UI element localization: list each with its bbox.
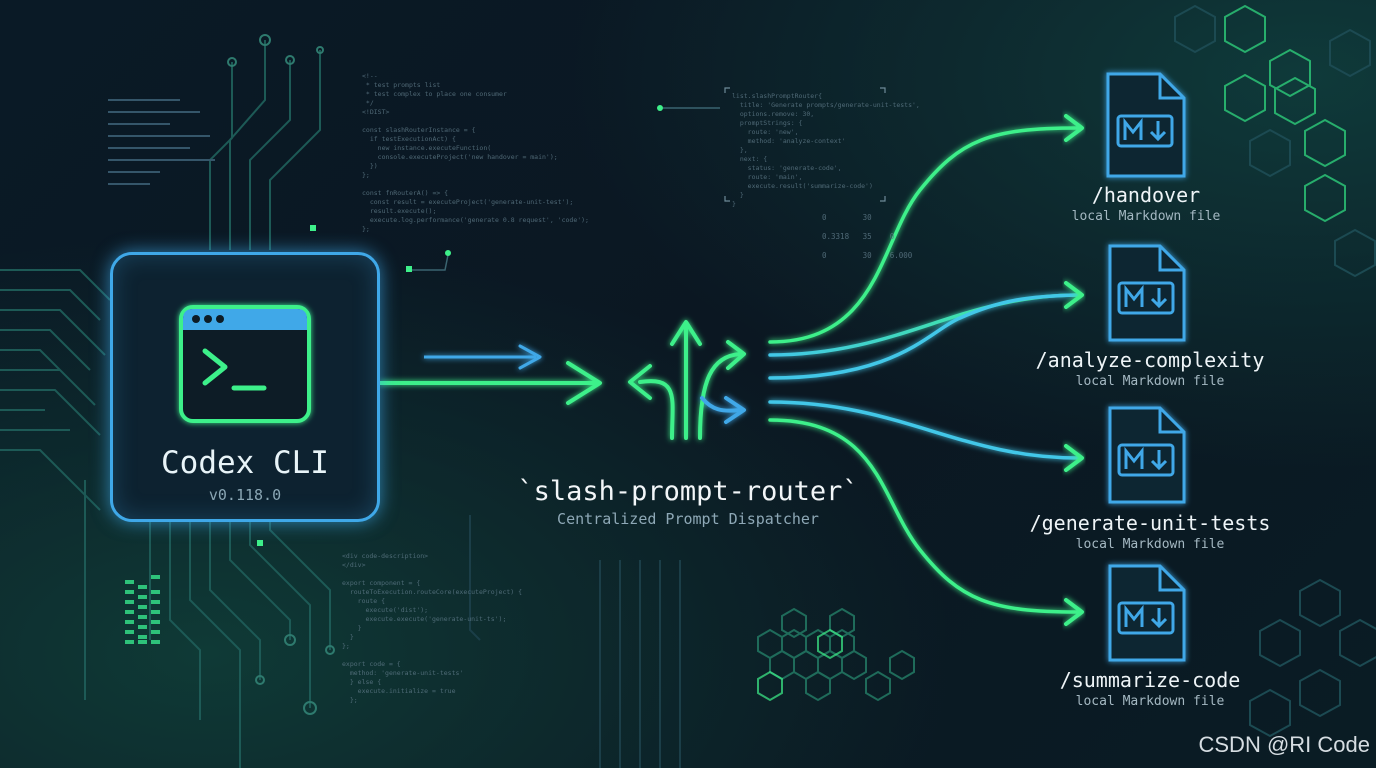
code-bracket	[724, 87, 886, 202]
fanout-flows	[768, 126, 1080, 614]
markdown-file-icon	[1108, 244, 1186, 342]
circuit-traces-bottom-mid	[469, 515, 681, 768]
command-generate-unit-tests-desc: local Markdown file	[1075, 537, 1225, 552]
flow-analyze-complexity-2	[768, 293, 1080, 380]
codex-cli-node: Codex CLI v0.118.0	[110, 252, 380, 522]
circuit-traces-left	[0, 40, 331, 768]
router-subtitle: Centralized Prompt Dispatcher	[557, 510, 819, 528]
cli-version: v0.118.0	[208, 486, 282, 504]
cli-to-router-arrow	[380, 344, 602, 405]
flow-generate-unit-tests	[768, 400, 1080, 460]
hexagon-highlight	[757, 628, 843, 702]
command-analyze-complexity-label: /analyze-complexity	[1035, 348, 1265, 372]
router-name: `slash-prompt-router`	[517, 476, 859, 507]
code-snippet-bottom-left: <div code-description> </div> export com…	[342, 552, 523, 704]
hexagon-cluster-top-right	[1224, 4, 1346, 223]
markdown-file-icon	[1106, 72, 1186, 178]
hexagon-cluster-faint	[1174, 4, 1376, 738]
code-snippet-top-left: <!-- * test prompts list * test complex …	[362, 72, 589, 233]
watermark: CSDN @RI Code	[1198, 732, 1371, 757]
markdown-file-icon	[1108, 564, 1186, 662]
command-summarize-code-label: /summarize-code	[1059, 668, 1241, 692]
flow-analyze-complexity	[768, 293, 1080, 357]
bar-meter	[125, 575, 160, 644]
command-analyze-complexity-desc: local Markdown file	[1075, 374, 1225, 389]
router-icon	[628, 320, 746, 440]
accent-nodes	[257, 105, 720, 546]
command-handover-label: /handover	[1091, 183, 1201, 207]
command-handover-desc: local Markdown file	[1071, 209, 1221, 224]
command-summarize-code-desc: local Markdown file	[1075, 694, 1225, 709]
terminal-icon	[179, 305, 311, 423]
cli-name: Codex CLI	[161, 445, 329, 481]
flow-summarize-code	[768, 418, 1080, 614]
code-snippet-top-mid: list.slashPromptRouter{ title: 'Generate…	[732, 92, 920, 208]
command-generate-unit-tests-label: /generate-unit-tests	[1029, 511, 1271, 535]
code-snippet-numbers: 0 30 0.3318 35 0 0 30 6.000	[822, 213, 913, 260]
flow-handover	[768, 126, 1080, 344]
dash-lines	[108, 99, 215, 185]
fanout-arrowheads	[1064, 114, 1084, 626]
markdown-file-icon	[1108, 406, 1186, 504]
circuit-nodes	[227, 34, 335, 715]
